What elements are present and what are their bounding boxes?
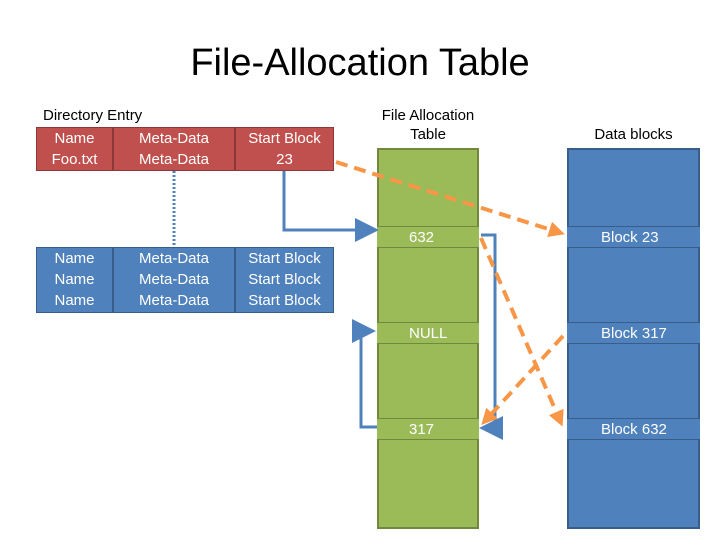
directory-other-meta: Meta-Data Meta-Data Meta-Data [113, 247, 235, 313]
directory-row-name: Name [54, 292, 95, 309]
directory-meta-cell: Meta-Data Meta-Data [113, 127, 235, 171]
start-block-pointer-arrow [282, 171, 379, 242]
directory-row-start: Start Block [248, 292, 321, 309]
directory-other-names: Name Name Name [36, 247, 113, 313]
directory-row-name: Name [54, 250, 95, 267]
fat-heading-line1: File Allocation [381, 107, 475, 124]
data-block-23: Block 23 [567, 226, 700, 248]
directory-start-block-cell: Start Block 23 [235, 127, 334, 171]
directory-row-start: Start Block [248, 250, 321, 267]
fat-chain-arrow-317-to-null [352, 319, 377, 429]
diagram-title: File-Allocation Table [190, 42, 530, 84]
data-block-632: Block 632 [567, 418, 700, 440]
directory-start-block-label: Start Block [248, 130, 321, 147]
fat-heading: File Allocation Table [360, 106, 496, 144]
directory-name-cell: Name Foo.txt [36, 127, 113, 171]
directory-meta-header: Meta-Data [138, 130, 210, 147]
directory-row-meta: Meta-Data [138, 271, 210, 288]
fat-entry-632: 632 [377, 226, 479, 248]
fat-chain-arrow-632-to-317 [479, 233, 503, 440]
directory-start-block-value: 23 [276, 151, 293, 168]
fat-entry-null: NULL [377, 322, 479, 344]
directory-other-start-blocks: Start Block Start Block Start Block [235, 247, 334, 313]
directory-name-header: Name [54, 130, 95, 147]
directory-row-meta: Meta-Data [138, 292, 210, 309]
directory-entry-heading: Directory Entry [43, 107, 143, 124]
directory-foo-meta: Meta-Data [138, 151, 210, 168]
fat-entry-317: 317 [377, 418, 479, 440]
data-block-317: Block 317 [567, 322, 700, 344]
data-blocks-heading: Data blocks [594, 126, 673, 143]
directory-row-meta: Meta-Data [138, 250, 210, 267]
mapping-arrow-start-to-block23 [335, 160, 565, 238]
directory-foo-name: Foo.txt [51, 151, 98, 168]
directory-row-start: Start Block [248, 271, 321, 288]
fat-heading-line2: Table [410, 126, 446, 143]
mapping-arrow-block317-to-317 [481, 334, 565, 425]
directory-row-name: Name [54, 271, 95, 288]
mapping-arrow-632-to-block632 [479, 237, 564, 427]
